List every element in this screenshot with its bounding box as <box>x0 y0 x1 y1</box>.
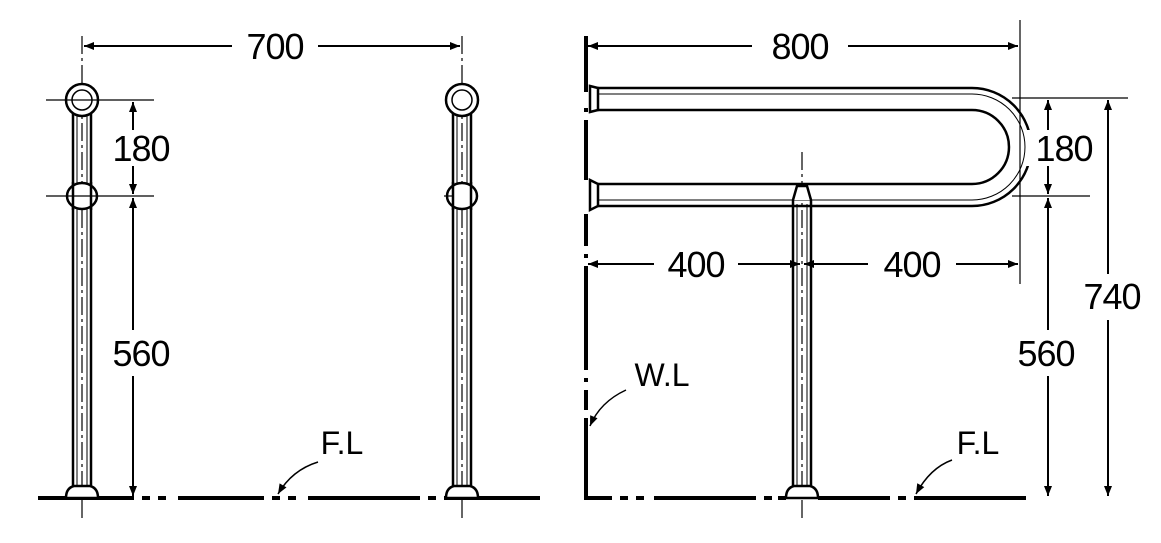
side-dim-800-label: 800 <box>771 26 828 67</box>
front-dim-span-label: 700 <box>246 26 303 67</box>
side-dim-740-label: 740 <box>1083 276 1140 317</box>
front-dim-180-label: 180 <box>112 128 169 169</box>
side-view <box>584 20 1128 520</box>
front-view <box>38 36 540 520</box>
side-dim-400-right-label: 400 <box>883 244 940 285</box>
side-wall-leader <box>589 389 627 427</box>
side-floor-label: F.L <box>957 425 1000 461</box>
front-floor-label: F.L <box>321 425 364 461</box>
front-floor-leader <box>277 461 319 495</box>
side-dim-560-label: 560 <box>1017 333 1074 374</box>
side-dim-400-left-label: 400 <box>667 244 724 285</box>
side-support-leg <box>784 152 820 520</box>
side-wall-label: W.L <box>634 357 689 393</box>
side-u-bar <box>588 84 1033 213</box>
front-left-post <box>64 36 100 520</box>
side-dim-180-label: 180 <box>1035 128 1092 169</box>
front-dim-560-label: 560 <box>112 333 169 374</box>
front-right-post <box>444 36 480 520</box>
side-floor-leader <box>915 459 953 495</box>
